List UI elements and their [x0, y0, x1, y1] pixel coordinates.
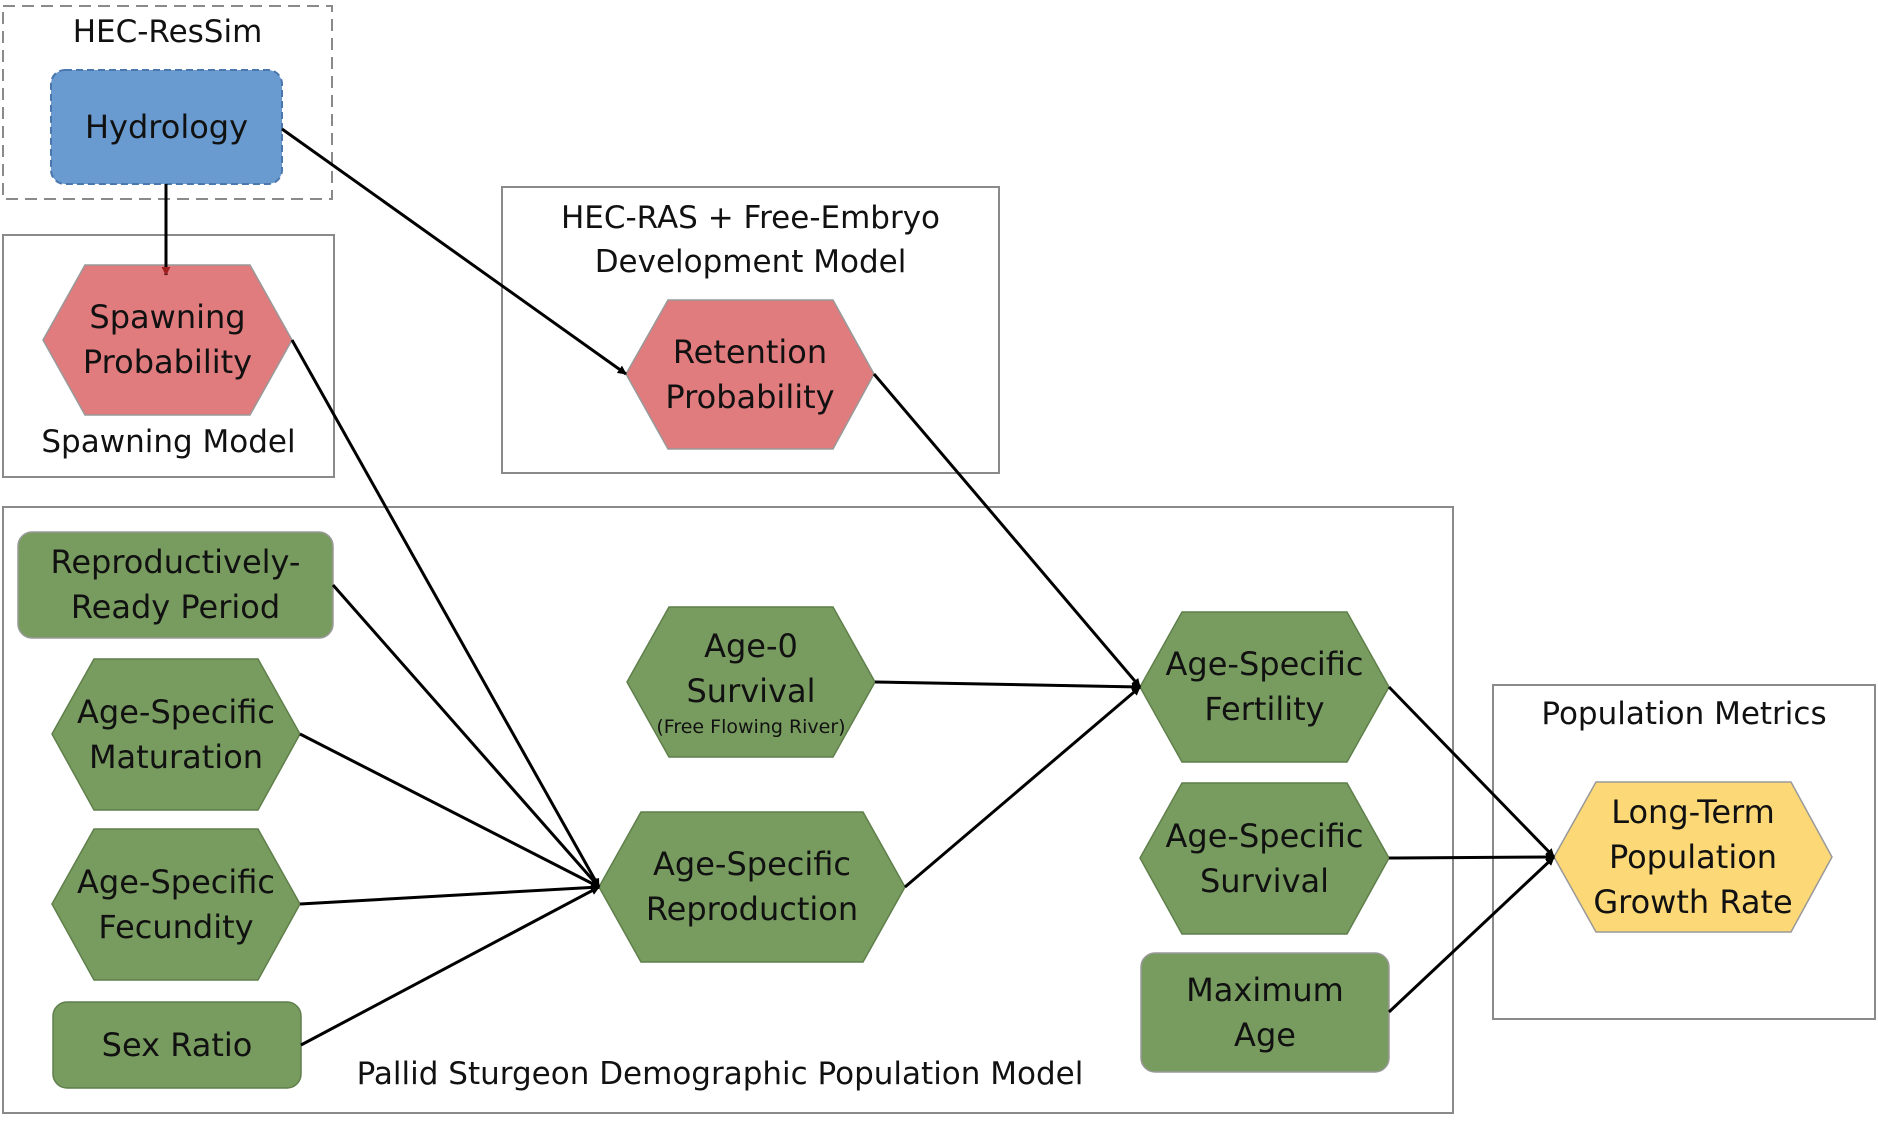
demographic-group-box [2, 506, 1454, 1114]
arrow-sexratio-to-reproduction [300, 885, 600, 1047]
age-specific-maturation-line2: Maturation [88, 737, 264, 776]
sex-ratio-label: Sex Ratio [53, 1002, 301, 1088]
maximum-age-line2: Age [1234, 1015, 1296, 1054]
metrics-group-box [1492, 684, 1876, 1020]
age-specific-fertility-line2: Fertility [1204, 690, 1325, 728]
arrow-ready-to-reproduction [331, 584, 601, 888]
hecras-title: HEC-RAS + Free-Embryo Development Model [502, 196, 999, 284]
hecras-title-line1: HEC-RAS + Free-Embryo [560, 200, 941, 236]
retention-probability-label: Retention Probability [626, 300, 874, 449]
metrics-title: Population Metrics [1541, 696, 1827, 732]
reproductively-ready-line1: Reproductively- [50, 543, 301, 581]
arrow-age0-to-fertility [874, 680, 1141, 692]
spawning-probability-line2: Probability [82, 343, 253, 381]
age-specific-maturation-line1: Age-Specific [77, 692, 275, 731]
demographic-title: Pallid Sturgeon Demographic Population M… [356, 1056, 1084, 1092]
maximum-age-label: Maximum Age [1141, 953, 1389, 1072]
age-specific-reproduction-label: Age-Specific Reproduction [599, 812, 905, 962]
spawning-probability-label: Spawning Probability [43, 265, 292, 415]
arrow-maxage-to-growth [1387, 855, 1556, 1014]
spawning-model-title: Spawning Model [41, 424, 296, 460]
maximum-age-node [1140, 952, 1390, 1073]
age-specific-fecundity-line2: Fecundity [98, 907, 254, 946]
spawning-model-group-box [2, 234, 335, 478]
hydrology-label-line1: Hydrology [84, 107, 249, 146]
age0-survival-label: Age-0 Survival (Free Flowing River) [627, 612, 875, 752]
arrow-hydrology-to-retention [281, 127, 627, 376]
long-term-growth-label: Long-Term Population Growth Rate [1554, 782, 1832, 932]
age-specific-reproduction-line1: Age-Specific [653, 845, 851, 883]
age-specific-fertility-label: Age-Specific Fertility [1140, 612, 1389, 762]
long-term-growth-line2: Population [1608, 837, 1778, 876]
long-term-growth-line3: Growth Rate [1593, 882, 1793, 921]
age-specific-survival-label: Age-Specific Survival [1140, 783, 1389, 934]
spawning-probability-line1: Spawning [89, 298, 246, 336]
reproductively-ready-label: Reproductively- Ready Period [18, 532, 333, 638]
sex-ratio-line1: Sex Ratio [101, 1025, 253, 1064]
age-specific-fecundity-line1: Age-Specific [77, 862, 275, 901]
age-specific-fecundity-label: Age-Specific Fecundity [52, 829, 300, 980]
arrow-maturation-to-reproduction [299, 732, 600, 889]
hecras-group-box [501, 186, 1000, 474]
arrow-reproduction-to-fertility [904, 685, 1141, 889]
age-specific-reproduction-line2: Reproduction [645, 890, 859, 928]
hecressim-title: HEC-ResSim [72, 14, 263, 50]
arrow-fertility-to-growth [1387, 685, 1556, 859]
arrow-fecundity-to-reproduction [299, 882, 600, 906]
age0-survival-note: (Free Flowing River) [656, 716, 846, 738]
reproductively-ready-line2: Ready Period [70, 588, 281, 626]
hecras-title-line2: Development Model [594, 244, 907, 280]
hydrology-label: Hydrology [51, 70, 282, 184]
age-specific-survival-line1: Age-Specific [1165, 816, 1364, 855]
age0-survival-line1: Age-0 [704, 627, 798, 665]
arrow-spawning-to-reproduction [290, 339, 601, 888]
retention-probability-line1: Retention [672, 332, 828, 371]
age0-survival-line2: Survival [686, 672, 816, 710]
age-specific-maturation-label: Age-Specific Maturation [52, 659, 300, 810]
age-specific-survival-line2: Survival [1199, 861, 1329, 900]
age-specific-fertility-line1: Age-Specific [1165, 645, 1364, 683]
arrow-survival-to-growth [1388, 852, 1555, 862]
retention-probability-line2: Probability [665, 377, 835, 416]
arrow-retention-to-fertility [872, 373, 1142, 688]
maximum-age-line1: Maximum [1186, 970, 1344, 1009]
long-term-growth-line1: Long-Term [1611, 792, 1775, 831]
long-term-growth-node [1553, 781, 1833, 933]
